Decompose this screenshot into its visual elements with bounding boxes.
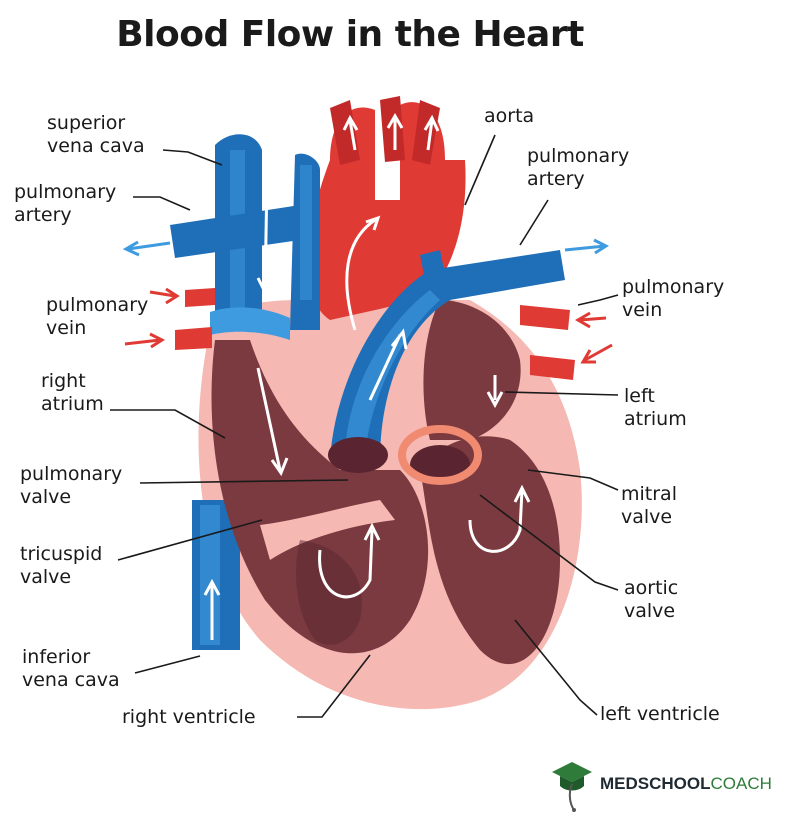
pulmonary-vein-left-upper <box>185 288 215 307</box>
medschoolcoach-logo: MEDSCHOOLCOACH <box>548 754 778 814</box>
label-aortic-valve: aortic valve <box>624 577 679 622</box>
leader-aorta <box>464 134 496 206</box>
label-inferior-vena-cava: inferior vena cava <box>22 646 120 691</box>
label-left-atrium: left atrium <box>624 385 687 430</box>
leader-superior-vena-cava <box>162 149 223 166</box>
label-aorta: aorta <box>484 105 535 127</box>
leader-aortic-valve <box>479 494 619 591</box>
leader-pulmonary-artery-right <box>519 199 549 246</box>
leader-left-atrium <box>504 391 619 396</box>
label-pulmonary-artery-left: pulmonary artery <box>14 181 117 226</box>
label-mitral-valve: mitral valve <box>621 483 677 528</box>
logo-brand-bold: MEDSCHOOL <box>600 774 711 793</box>
leader-right-atrium <box>110 409 226 439</box>
diagram-title: Blood Flow in the Heart <box>116 14 584 55</box>
leader-inferior-vena-cava <box>134 655 201 674</box>
label-left-ventricle: left ventricle <box>600 703 720 725</box>
label-tricuspid-valve: tricuspid valve <box>20 543 103 588</box>
right-chamber <box>211 340 429 654</box>
label-right-atrium: right atrium <box>41 370 104 415</box>
leader-mitral-valve <box>527 469 619 491</box>
label-pulmonary-valve: pulmonary valve <box>20 463 123 508</box>
label-superior-vena-cava: superior vena cava <box>47 112 145 157</box>
logo-text: MEDSCHOOLCOACH <box>600 774 772 794</box>
leader-pulmonary-valve <box>139 479 349 484</box>
label-pulmonary-artery-right: pulmonary artery <box>527 145 630 190</box>
pulmonary-vein-right-upper <box>520 305 570 330</box>
leader-pulmonary-artery-left <box>133 196 191 211</box>
label-pulmonary-vein-left: pulmonary vein <box>46 294 149 339</box>
leader-tricuspid-valve <box>117 519 263 561</box>
leader-right-ventricle <box>297 654 371 718</box>
leader-pulmonary-vein-right <box>577 294 619 306</box>
logo-brand-light: COACH <box>710 774 772 793</box>
pulmonary-vein-left-lower <box>175 327 212 350</box>
pulmonary-valve-shape <box>328 437 388 473</box>
pulmonary-vein-right-lower <box>530 355 575 380</box>
leader-left-ventricle <box>514 619 598 716</box>
label-right-ventricle: right ventricle <box>122 706 256 728</box>
label-pulmonary-vein-right: pulmonary vein <box>622 276 725 321</box>
graduation-cap-icon <box>552 762 592 812</box>
